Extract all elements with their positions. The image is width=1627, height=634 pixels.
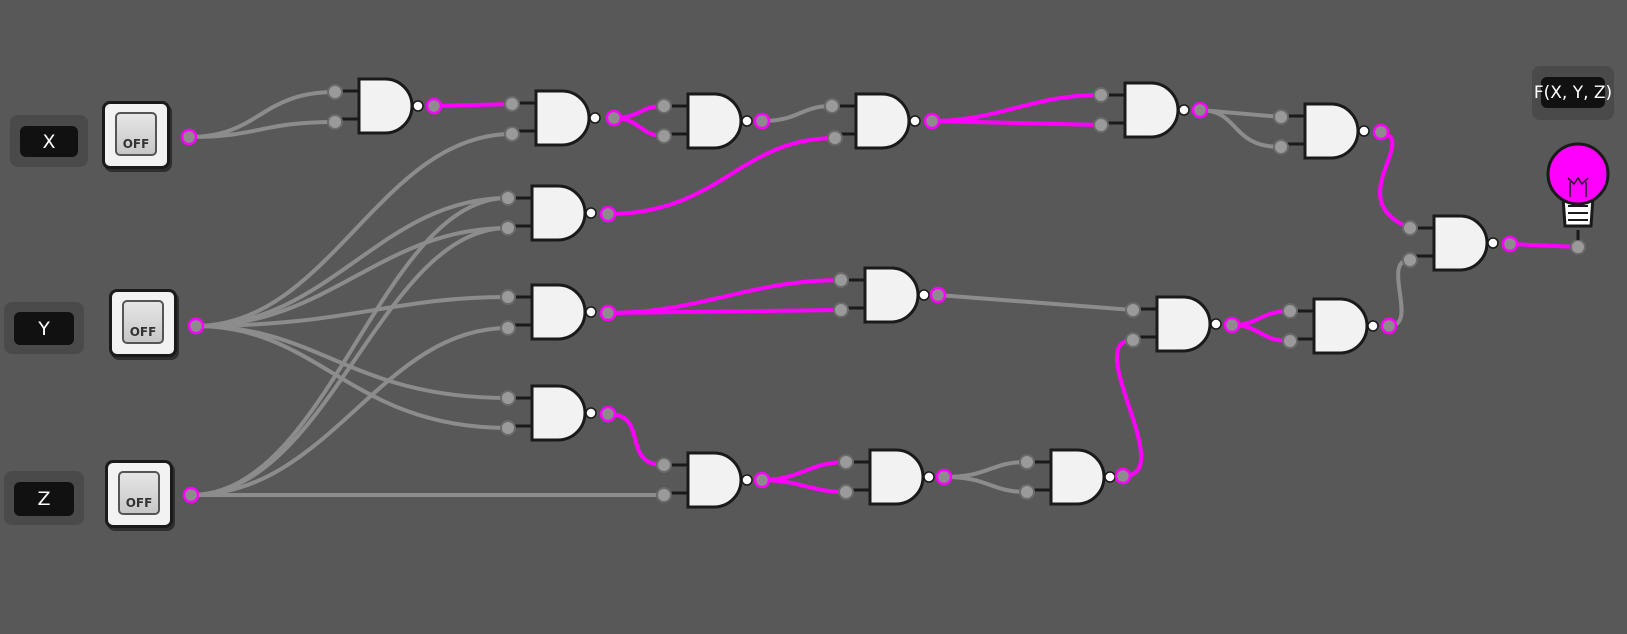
output-label-box: F(X, Y, Z) bbox=[1532, 66, 1614, 120]
nand-gate-8 bbox=[506, 283, 598, 341]
input-label-y-box: Y bbox=[4, 302, 84, 354]
nand-gate-6 bbox=[1279, 102, 1371, 160]
nand-gate-1 bbox=[333, 77, 425, 135]
input-label-z-box: Z bbox=[4, 471, 84, 525]
input-label-x: X bbox=[20, 126, 78, 157]
nand-gate-9 bbox=[839, 266, 931, 324]
nand-gate-5 bbox=[1099, 81, 1191, 139]
pins-off bbox=[327, 84, 1586, 503]
input-label-x-box: X bbox=[10, 115, 88, 167]
switch-z-button[interactable]: OFF bbox=[118, 471, 160, 515]
switch-y[interactable]: OFF bbox=[109, 289, 177, 357]
nand-gate-16 bbox=[1408, 214, 1500, 272]
nand-gate-7 bbox=[506, 184, 598, 242]
nand-gate-2 bbox=[510, 89, 602, 147]
nand-gate-12 bbox=[844, 448, 936, 506]
wires-on bbox=[432, 93, 1580, 494]
nand-gate-11 bbox=[662, 451, 754, 509]
switch-x[interactable]: OFF bbox=[102, 101, 170, 169]
input-label-y: Y bbox=[14, 312, 74, 345]
output-label: F(X, Y, Z) bbox=[1534, 77, 1612, 108]
nand-gate-14 bbox=[1131, 295, 1223, 353]
nand-gate-15 bbox=[1288, 297, 1380, 355]
wires-off bbox=[187, 90, 1412, 497]
nand-gate-3 bbox=[662, 92, 754, 150]
pins-on bbox=[180, 97, 1519, 504]
input-label-z: Z bbox=[14, 482, 74, 516]
lightbulb-icon bbox=[1546, 142, 1610, 240]
switch-z[interactable]: OFF bbox=[105, 460, 173, 528]
nand-gate-13 bbox=[1025, 448, 1117, 506]
nand-gate-4 bbox=[830, 92, 922, 150]
switch-y-button[interactable]: OFF bbox=[122, 300, 164, 344]
nand-gate-10 bbox=[506, 384, 598, 442]
switch-x-button[interactable]: OFF bbox=[115, 112, 157, 156]
